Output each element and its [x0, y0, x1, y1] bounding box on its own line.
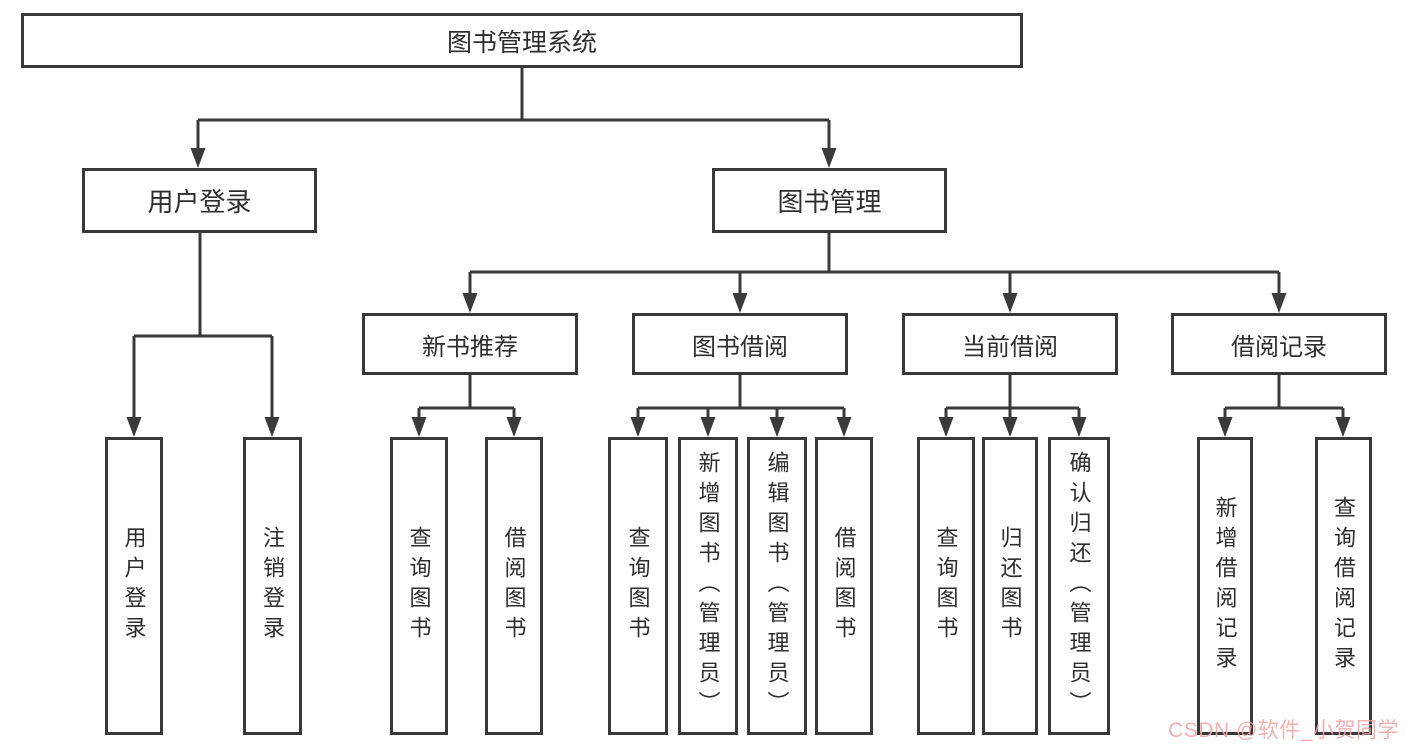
leaf-query-books-current: 查询图书	[917, 437, 975, 735]
node-library-management-system: 图书管理系统	[21, 13, 1023, 68]
leaf-logout: 注销登录	[243, 437, 302, 735]
leaf-label: 编辑图书（管理员）	[764, 451, 790, 721]
leaf-label: 新增借阅记录	[1212, 496, 1238, 676]
node-user-login: 用户登录	[82, 168, 317, 233]
leaf-query-books-borrowing: 查询图书	[608, 437, 668, 735]
csdn-watermark: CSDN @软件_小贺同学	[1168, 719, 1399, 742]
leaf-label: 新增图书（管理员）	[695, 451, 721, 721]
node-current-borrowing: 当前借阅	[902, 313, 1118, 375]
leaf-query-books-recommend: 查询图书	[390, 437, 448, 735]
leaf-borrow-books-recommend: 借阅图书	[485, 437, 543, 735]
leaf-add-borrow-record: 新增借阅记录	[1197, 437, 1253, 735]
leaf-label: 查询图书	[406, 526, 432, 646]
leaf-edit-books-admin: 编辑图书（管理员）	[747, 437, 807, 735]
leaf-label: 查询图书	[625, 526, 651, 646]
leaf-label: 确认归还（管理员）	[1066, 451, 1092, 721]
node-book-management: 图书管理	[712, 168, 947, 233]
leaf-label: 注销登录	[260, 526, 286, 646]
node-label: 图书管理	[777, 187, 882, 217]
node-label: 图书借阅	[692, 333, 788, 361]
leaf-label: 归还图书	[997, 526, 1023, 646]
leaf-query-borrow-record: 查询借阅记录	[1315, 437, 1372, 735]
node-new-book-recommendation: 新书推荐	[362, 313, 578, 375]
node-label: 借阅记录	[1231, 333, 1327, 361]
leaf-label: 借阅图书	[831, 526, 857, 646]
node-label: 新书推荐	[422, 333, 518, 361]
leaf-confirm-return-admin: 确认归还（管理员）	[1048, 437, 1110, 735]
leaf-label: 用户登录	[121, 526, 147, 646]
leaf-label: 查询借阅记录	[1331, 496, 1357, 676]
leaf-label: 借阅图书	[501, 526, 527, 646]
node-borrowing-records: 借阅记录	[1171, 313, 1387, 375]
leaf-user-login: 用户登录	[105, 437, 163, 735]
leaf-return-books: 归还图书	[982, 437, 1038, 735]
node-label: 当前借阅	[962, 333, 1058, 361]
leaf-borrow-books: 借阅图书	[815, 437, 873, 735]
leaf-add-books-admin: 新增图书（管理员）	[678, 437, 738, 735]
node-label: 图书管理系统	[446, 28, 597, 57]
leaf-label: 查询图书	[933, 526, 959, 646]
node-book-borrowing: 图书借阅	[632, 313, 848, 375]
node-label: 用户登录	[147, 187, 252, 217]
